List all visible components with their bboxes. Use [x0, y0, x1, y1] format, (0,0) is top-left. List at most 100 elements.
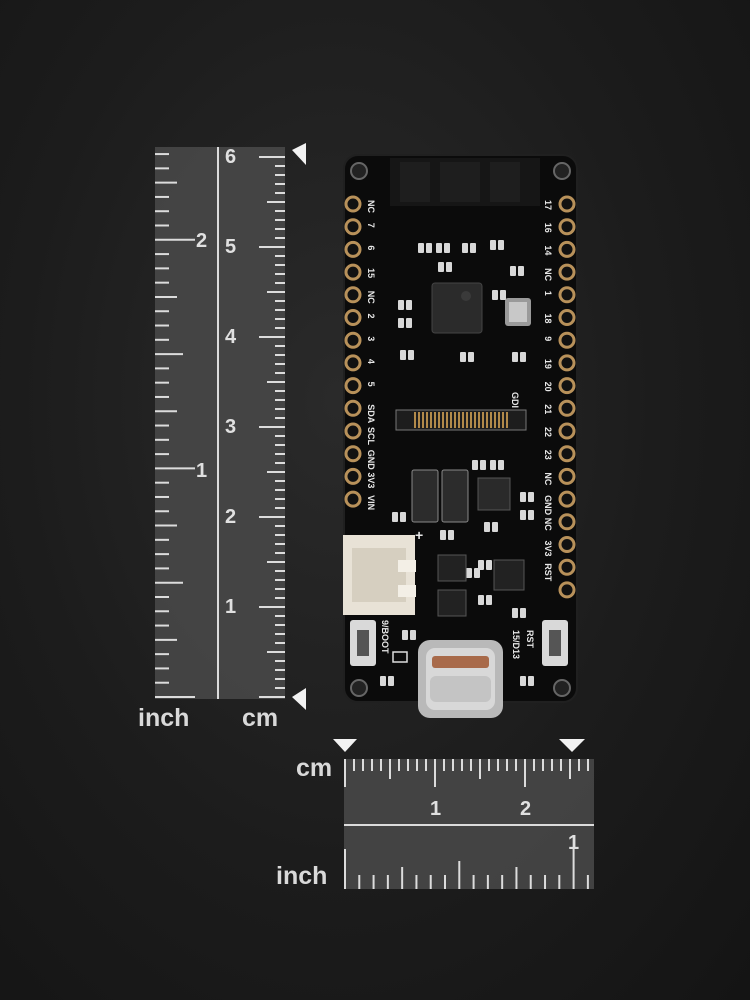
- pin-hole: [344, 195, 362, 213]
- led-pin-label: 15/D13: [511, 630, 521, 659]
- smd-pad: [492, 290, 498, 300]
- pin-label: 3: [366, 336, 376, 341]
- smd-pad: [468, 352, 474, 362]
- smd-pad: [446, 262, 452, 272]
- smd-pad: [520, 510, 526, 520]
- pin-hole: [344, 263, 362, 281]
- smd-pad: [448, 530, 454, 540]
- pin-label: NC: [543, 268, 553, 281]
- smd-pad: [398, 300, 404, 310]
- smd-pad: [498, 240, 504, 250]
- pin-label: 21: [543, 404, 553, 414]
- smd-pad: [436, 243, 442, 253]
- pin-label: 6: [366, 245, 376, 250]
- pin-hole: [558, 263, 576, 281]
- pin-hole: [344, 445, 362, 463]
- battery-icon: [392, 651, 408, 663]
- pin-hole: [344, 399, 362, 417]
- smd-pad: [406, 318, 412, 328]
- smd-pad: [406, 300, 412, 310]
- pin-label: 7: [366, 223, 376, 228]
- smd-pad: [520, 608, 526, 618]
- pin-hole: [344, 377, 362, 395]
- pin-label: SCL: [366, 427, 376, 446]
- pin-hole: [344, 309, 362, 326]
- smd-pad: [426, 243, 432, 253]
- smd-pad: [444, 243, 450, 253]
- boot-label: 9/BOOT: [380, 620, 390, 654]
- mount-hole-icon: [350, 162, 368, 180]
- smd-pad: [392, 512, 398, 522]
- pin-label: RST: [543, 563, 553, 582]
- smd-pad: [478, 595, 484, 605]
- pin-label: GND: [366, 450, 376, 471]
- pin-hole: [558, 354, 576, 372]
- pin-label: 3V3: [366, 472, 376, 488]
- pin-hole: [558, 467, 576, 485]
- pin-label: 3V3: [543, 541, 553, 557]
- pin-label: 15: [366, 268, 376, 278]
- smd-pad: [490, 240, 496, 250]
- pin-label: 20: [543, 382, 553, 392]
- smd-pad: [492, 522, 498, 532]
- battery-connector: [343, 535, 416, 615]
- smd-pad: [466, 568, 472, 578]
- pin-hole: [558, 286, 576, 304]
- smd-pad: [520, 676, 526, 686]
- smd-pad: [518, 266, 524, 276]
- h-inch-unit: inch: [276, 862, 328, 890]
- top-marker-icon: [292, 143, 306, 165]
- pin-label: 22: [543, 427, 553, 437]
- pin-hole: [558, 536, 576, 553]
- smd-pad: [472, 460, 478, 470]
- smd-pad: [398, 318, 404, 328]
- pin-label: 18: [543, 314, 553, 324]
- usb-c-connector: [418, 640, 503, 718]
- pin-hole: [558, 331, 576, 349]
- pin-label: 14: [543, 245, 553, 255]
- pin-hole: [558, 422, 576, 440]
- smd-pad: [380, 676, 386, 686]
- v-cm-unit: cm: [242, 704, 279, 732]
- pin-hole: [344, 354, 362, 372]
- smd-pad: [440, 530, 446, 540]
- smd-pad: [520, 352, 526, 362]
- pin-hole: [558, 513, 576, 531]
- cm-label-3: 3: [225, 416, 236, 438]
- smd-pad: [388, 676, 394, 686]
- pin-hole: [558, 377, 576, 395]
- bottom-marker-icon: [292, 688, 306, 710]
- smd-pad: [484, 522, 490, 532]
- smd-pad: [410, 630, 416, 640]
- mount-hole-icon: [350, 679, 368, 697]
- pin-hole: [344, 218, 362, 236]
- pin-hole: [558, 240, 576, 258]
- cm-label-5: 5: [225, 236, 236, 258]
- smd-pad: [498, 460, 504, 470]
- smd-pad: [438, 262, 444, 272]
- pin-label: NC: [366, 200, 376, 213]
- vertical-ruler: [155, 147, 285, 699]
- right-marker-icon: [559, 739, 585, 752]
- pin-hole: [344, 490, 362, 508]
- pin-label: 9: [543, 336, 553, 341]
- plus-label: +: [415, 527, 423, 543]
- pin-hole: [558, 581, 576, 599]
- h-cm-label-1: 1: [430, 798, 441, 820]
- smd-pad: [462, 243, 468, 253]
- smd-pad: [402, 630, 408, 640]
- inch-label-1: 1: [196, 460, 207, 482]
- smd-pad: [528, 676, 534, 686]
- smd-pad: [490, 460, 496, 470]
- h-cm-label-2: 2: [520, 798, 531, 820]
- pin-label: NC: [543, 518, 553, 531]
- smd-pad: [528, 510, 534, 520]
- pin-label: NC: [543, 472, 553, 485]
- cm-label-6: 6: [225, 146, 236, 168]
- smd-pad: [512, 352, 518, 362]
- smd-pad: [510, 266, 516, 276]
- smd-pad: [486, 595, 492, 605]
- pin-label: 16: [543, 223, 553, 233]
- pin-hole: [558, 445, 576, 463]
